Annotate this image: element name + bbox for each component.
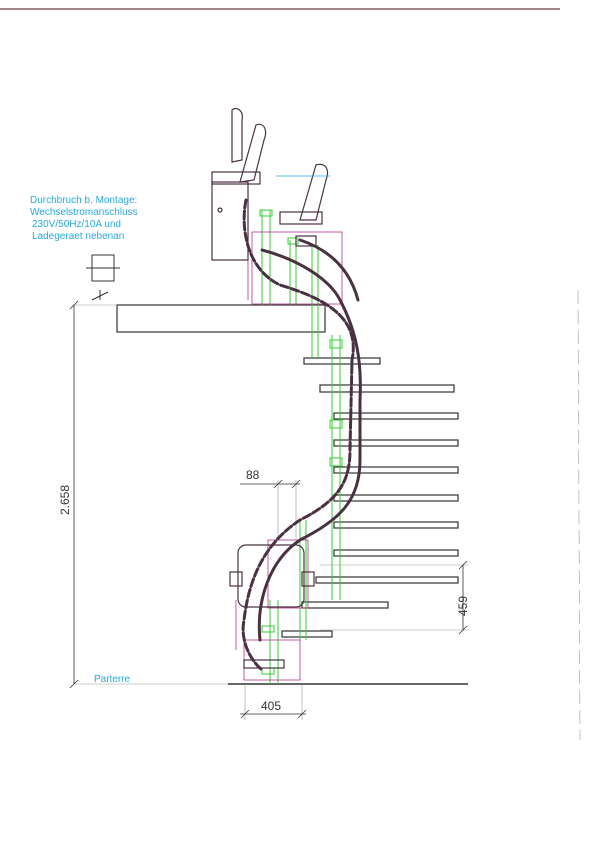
tread-11	[281, 630, 333, 638]
dim-base-width	[240, 709, 307, 719]
installation-note-line2: Wechselstromanschluss	[30, 207, 138, 218]
dim-offset-top	[240, 479, 301, 489]
tread-9	[315, 576, 459, 584]
base-width-value: 405	[261, 699, 282, 713]
tread-5	[333, 466, 459, 474]
reference-lines	[74, 304, 468, 720]
total-height-value: 2.658	[58, 484, 72, 515]
right-edge	[577, 289, 581, 741]
installation-note-line4: Ladegeraet nebenan	[32, 231, 125, 242]
spiral-rail	[241, 198, 362, 672]
tread-10	[301, 601, 389, 609]
tread-8	[333, 549, 459, 557]
tread-1	[303, 357, 381, 365]
tread-4	[333, 439, 459, 447]
tread-2	[319, 384, 455, 393]
dim-step-height	[458, 560, 468, 635]
stair-treads	[281, 357, 459, 638]
tread-3	[333, 412, 459, 420]
outlet-symbol	[86, 254, 120, 301]
installation-note-line1: Durchbruch b. Montage:	[30, 195, 138, 206]
upper-chair	[211, 107, 329, 261]
support-posts	[259, 209, 343, 684]
floor-label: Parterre	[94, 674, 131, 685]
dim-total-height	[69, 300, 79, 689]
offset-top-value: 88	[246, 468, 260, 482]
installation-note-line3: 230V/50Hz/10A und	[32, 219, 121, 230]
upper-landing-slab	[116, 304, 326, 333]
lower-chair	[229, 544, 315, 669]
step-height-value: 459	[456, 595, 470, 616]
tread-7	[333, 521, 459, 529]
guide-lines	[235, 231, 343, 681]
